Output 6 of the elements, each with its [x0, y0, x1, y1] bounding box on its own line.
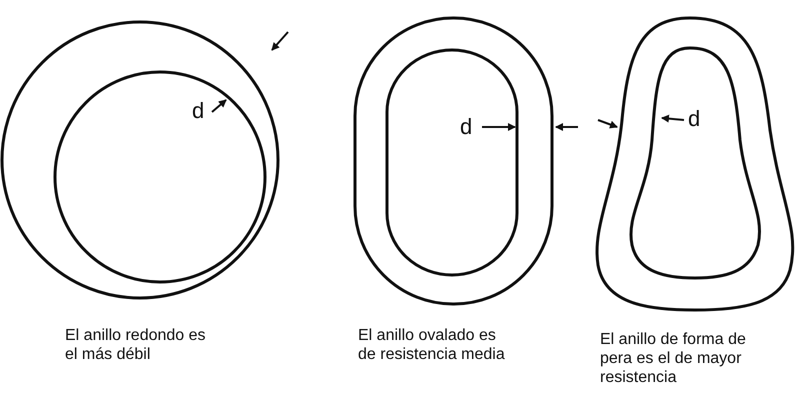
- caption-text: El anillo redondo es el más débil: [65, 326, 207, 364]
- dimension-label: d: [688, 108, 702, 130]
- caption-text: El anillo ovalado es de resistencia media: [358, 326, 506, 364]
- dimension-label: d: [192, 100, 206, 122]
- dimension-label: d: [460, 116, 474, 138]
- caption-text: El anillo de forma de pera es el de mayor resistencia: [600, 330, 747, 387]
